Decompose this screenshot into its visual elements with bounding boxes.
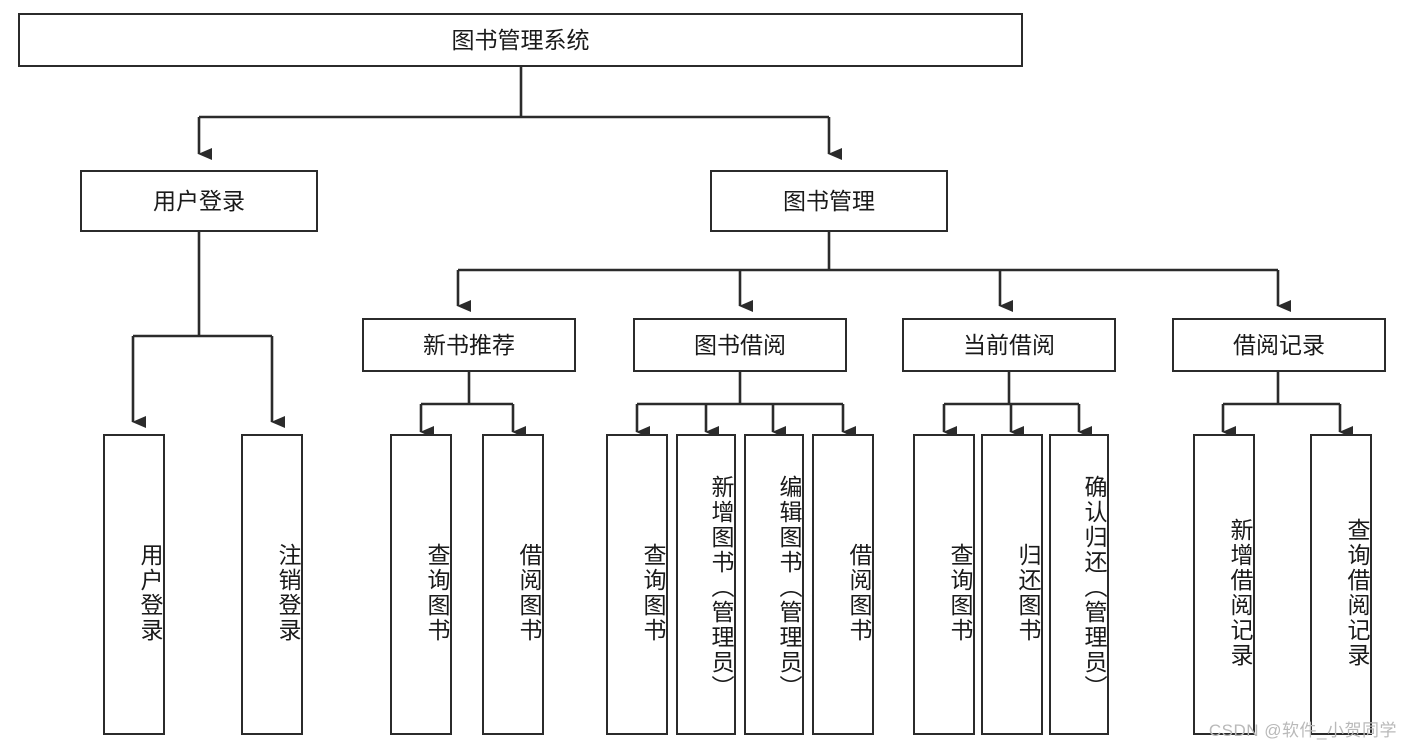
node-label: 注销登录 [275, 542, 301, 643]
leaf-confirm-return-admin[interactable]: 确认归还（管理员） [1049, 434, 1109, 735]
node-label: 新增图书（管理员） [708, 475, 734, 700]
node-label: 当前借阅 [963, 331, 1055, 358]
node-book-borrow[interactable]: 图书借阅 [633, 318, 847, 372]
leaf-return-book[interactable]: 归还图书 [981, 434, 1043, 735]
node-label: 图书借阅 [694, 331, 786, 358]
node-label: 用户登录 [153, 187, 245, 214]
node-user-login[interactable]: 用户登录 [80, 170, 318, 232]
node-label: 新书推荐 [423, 331, 515, 358]
node-label: 图书管理 [783, 187, 875, 214]
node-label: 用户登录 [137, 542, 163, 643]
node-label: 查询图书 [424, 542, 450, 643]
node-root-system[interactable]: 图书管理系统 [18, 13, 1023, 67]
node-label: 查询借阅记录 [1344, 517, 1370, 668]
leaf-borrow-book[interactable]: 借阅图书 [812, 434, 874, 735]
node-label: 新增借阅记录 [1227, 517, 1253, 668]
node-label: 借阅图书 [846, 542, 872, 643]
leaf-query-book-current[interactable]: 查询图书 [913, 434, 975, 735]
node-label: 借阅图书 [516, 542, 542, 643]
leaf-user-login[interactable]: 用户登录 [103, 434, 165, 735]
node-borrow-record[interactable]: 借阅记录 [1172, 318, 1386, 372]
node-label: 确认归还（管理员） [1081, 475, 1107, 700]
leaf-query-borrow-record[interactable]: 查询借阅记录 [1310, 434, 1372, 735]
node-label: 借阅记录 [1233, 331, 1325, 358]
leaf-edit-book-admin[interactable]: 编辑图书（管理员） [744, 434, 804, 735]
node-label: 查询图书 [947, 542, 973, 643]
leaf-query-book-new[interactable]: 查询图书 [390, 434, 452, 735]
node-book-manage[interactable]: 图书管理 [710, 170, 948, 232]
node-label: 编辑图书（管理员） [776, 475, 802, 700]
node-current-borrow[interactable]: 当前借阅 [902, 318, 1116, 372]
leaf-logout[interactable]: 注销登录 [241, 434, 303, 735]
node-label: 查询图书 [640, 542, 666, 643]
node-label: 图书管理系统 [451, 26, 590, 53]
node-new-book-recommend[interactable]: 新书推荐 [362, 318, 576, 372]
leaf-query-book-borrow[interactable]: 查询图书 [606, 434, 668, 735]
leaf-borrow-book-new[interactable]: 借阅图书 [482, 434, 544, 735]
leaf-add-borrow-record[interactable]: 新增借阅记录 [1193, 434, 1255, 735]
node-label: 归还图书 [1015, 542, 1041, 643]
watermark-text: CSDN @软件_小贺同学 [1208, 721, 1397, 740]
leaf-add-book-admin[interactable]: 新增图书（管理员） [676, 434, 736, 735]
